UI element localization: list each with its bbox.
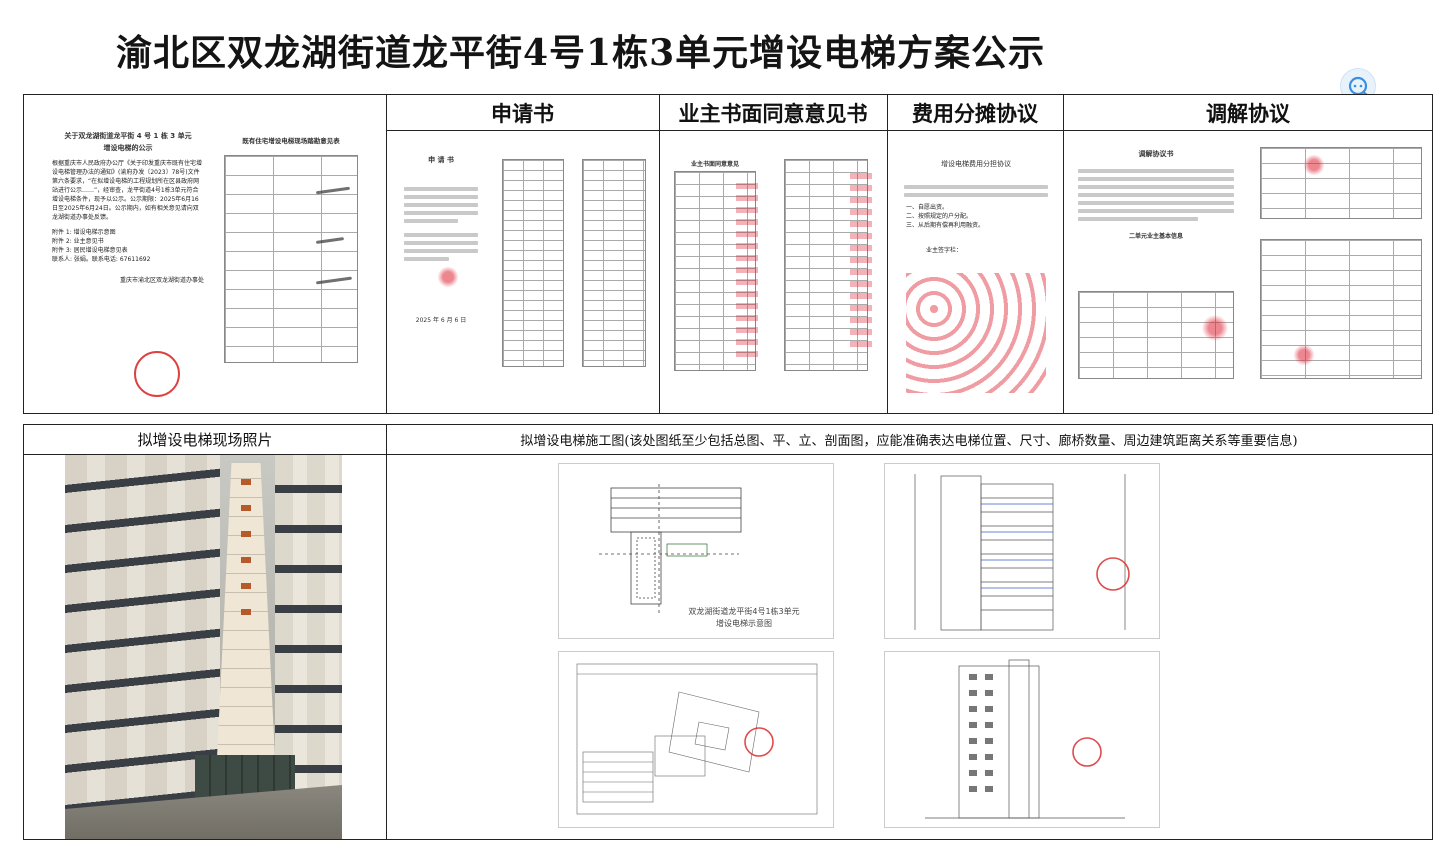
cost-signers-label: 业主签字栏： [926, 247, 963, 254]
plan-caption-line1: 双龙湖街道龙平街4号1栋3单元 [688, 607, 800, 616]
official-seal-icon [134, 351, 180, 397]
review-heading: 既有住宅增设电梯现场踏勘意见表 [242, 137, 340, 145]
consent-document-2 [776, 153, 876, 381]
site-photo [65, 455, 342, 839]
applicant-list-2 [574, 147, 654, 377]
notice-contact: 联系人: 张娟。联系电话: 67611692 [52, 256, 151, 263]
mediation-doc-heading: 调解协议书 [1138, 150, 1174, 158]
elevation-drawing [884, 651, 1160, 828]
mediation-document: 调解协议书 二单元业主基本信息 [1070, 143, 1242, 389]
review-table [224, 155, 358, 363]
notice-issuer: 重庆市渝北区双龙湖街道办事处 [119, 277, 204, 284]
consent-heading: 业主书面同意意见 [690, 161, 739, 168]
application-date: 2025 年 6 月 6 日 [415, 317, 467, 324]
owner-consent-heading: 业主书面同意意见书 [659, 95, 887, 131]
application-document: 申 请 书 2025 年 6 月 6 日 [396, 137, 486, 345]
notice-heading-line2: 增设电梯的公示 [103, 144, 153, 152]
notice-attachment-3: 附件 3: 居民增设电梯意见表 [52, 247, 128, 254]
page-title: 渝北区双龙湖街道龙平街4号1栋3单元增设电梯方案公示 [116, 32, 1046, 74]
cost-item-3: 三、从后期有偿再利用融资。 [906, 222, 985, 229]
cost-item-1: 一、自愿出资。 [906, 204, 949, 211]
application-heading: 申请书 [386, 95, 659, 131]
consent-document-1: 业主书面同意意见 [666, 153, 764, 381]
section-drawing [884, 463, 1160, 639]
notice-attachment-1: 附件 1: 增设电梯示意图 [52, 229, 116, 236]
notice-attachment-2: 附件 2: 业主意见书 [52, 238, 104, 245]
plan-caption-line2: 增设电梯示意图 [716, 619, 772, 628]
notice-body: 根据重庆市人民政府办公厅《关于印发重庆市既有住宅增设电梯管理办法的通知》(渝府办… [52, 160, 203, 221]
cost-doc-heading: 增设电梯费用分担协议 [941, 160, 1011, 168]
notice-document: 关于双龙湖街道龙平街 4 号 1 栋 3 单元 增设电梯的公示 根据重庆市人民政… [42, 125, 214, 403]
documents-panel: 申请书 业主书面同意意见书 费用分摊协议 调解协议 关于双龙湖街道龙平街 4 号… [23, 94, 1433, 414]
applicant-list [494, 147, 572, 377]
cost-sharing-document: 增设电梯费用分担协议 一、自愿出资。 二、按照规定的户分配。 三、从后期有偿再利… [896, 153, 1056, 403]
review-form-document: 既有住宅增设电梯现场踏勘意见表 [216, 129, 366, 373]
mediation-heading: 调解协议 [1063, 95, 1433, 131]
site-photo-heading: 拟增设电梯现场照片 [24, 425, 386, 455]
application-doc-heading: 申 请 书 [428, 156, 454, 164]
cost-item-2: 二、按照规定的户分配。 [906, 213, 973, 220]
site-plan-drawing [558, 651, 834, 828]
cost-sharing-heading: 费用分摊协议 [887, 95, 1063, 131]
plan-drawing: 双龙湖街道龙平街4号1栋3单元 增设电梯示意图 [558, 463, 834, 639]
construction-drawing-heading: 拟增设电梯施工图(该处图纸至少包括总图、平、立、剖面图，应能准确表达电梯位置、尺… [386, 425, 1432, 455]
notice-heading-line1: 关于双龙湖街道龙平街 4 号 1 栋 3 单元 [64, 132, 192, 140]
mediation-table-title: 二单元业主基本信息 [1128, 233, 1183, 240]
mediation-signature-list [1252, 143, 1430, 389]
